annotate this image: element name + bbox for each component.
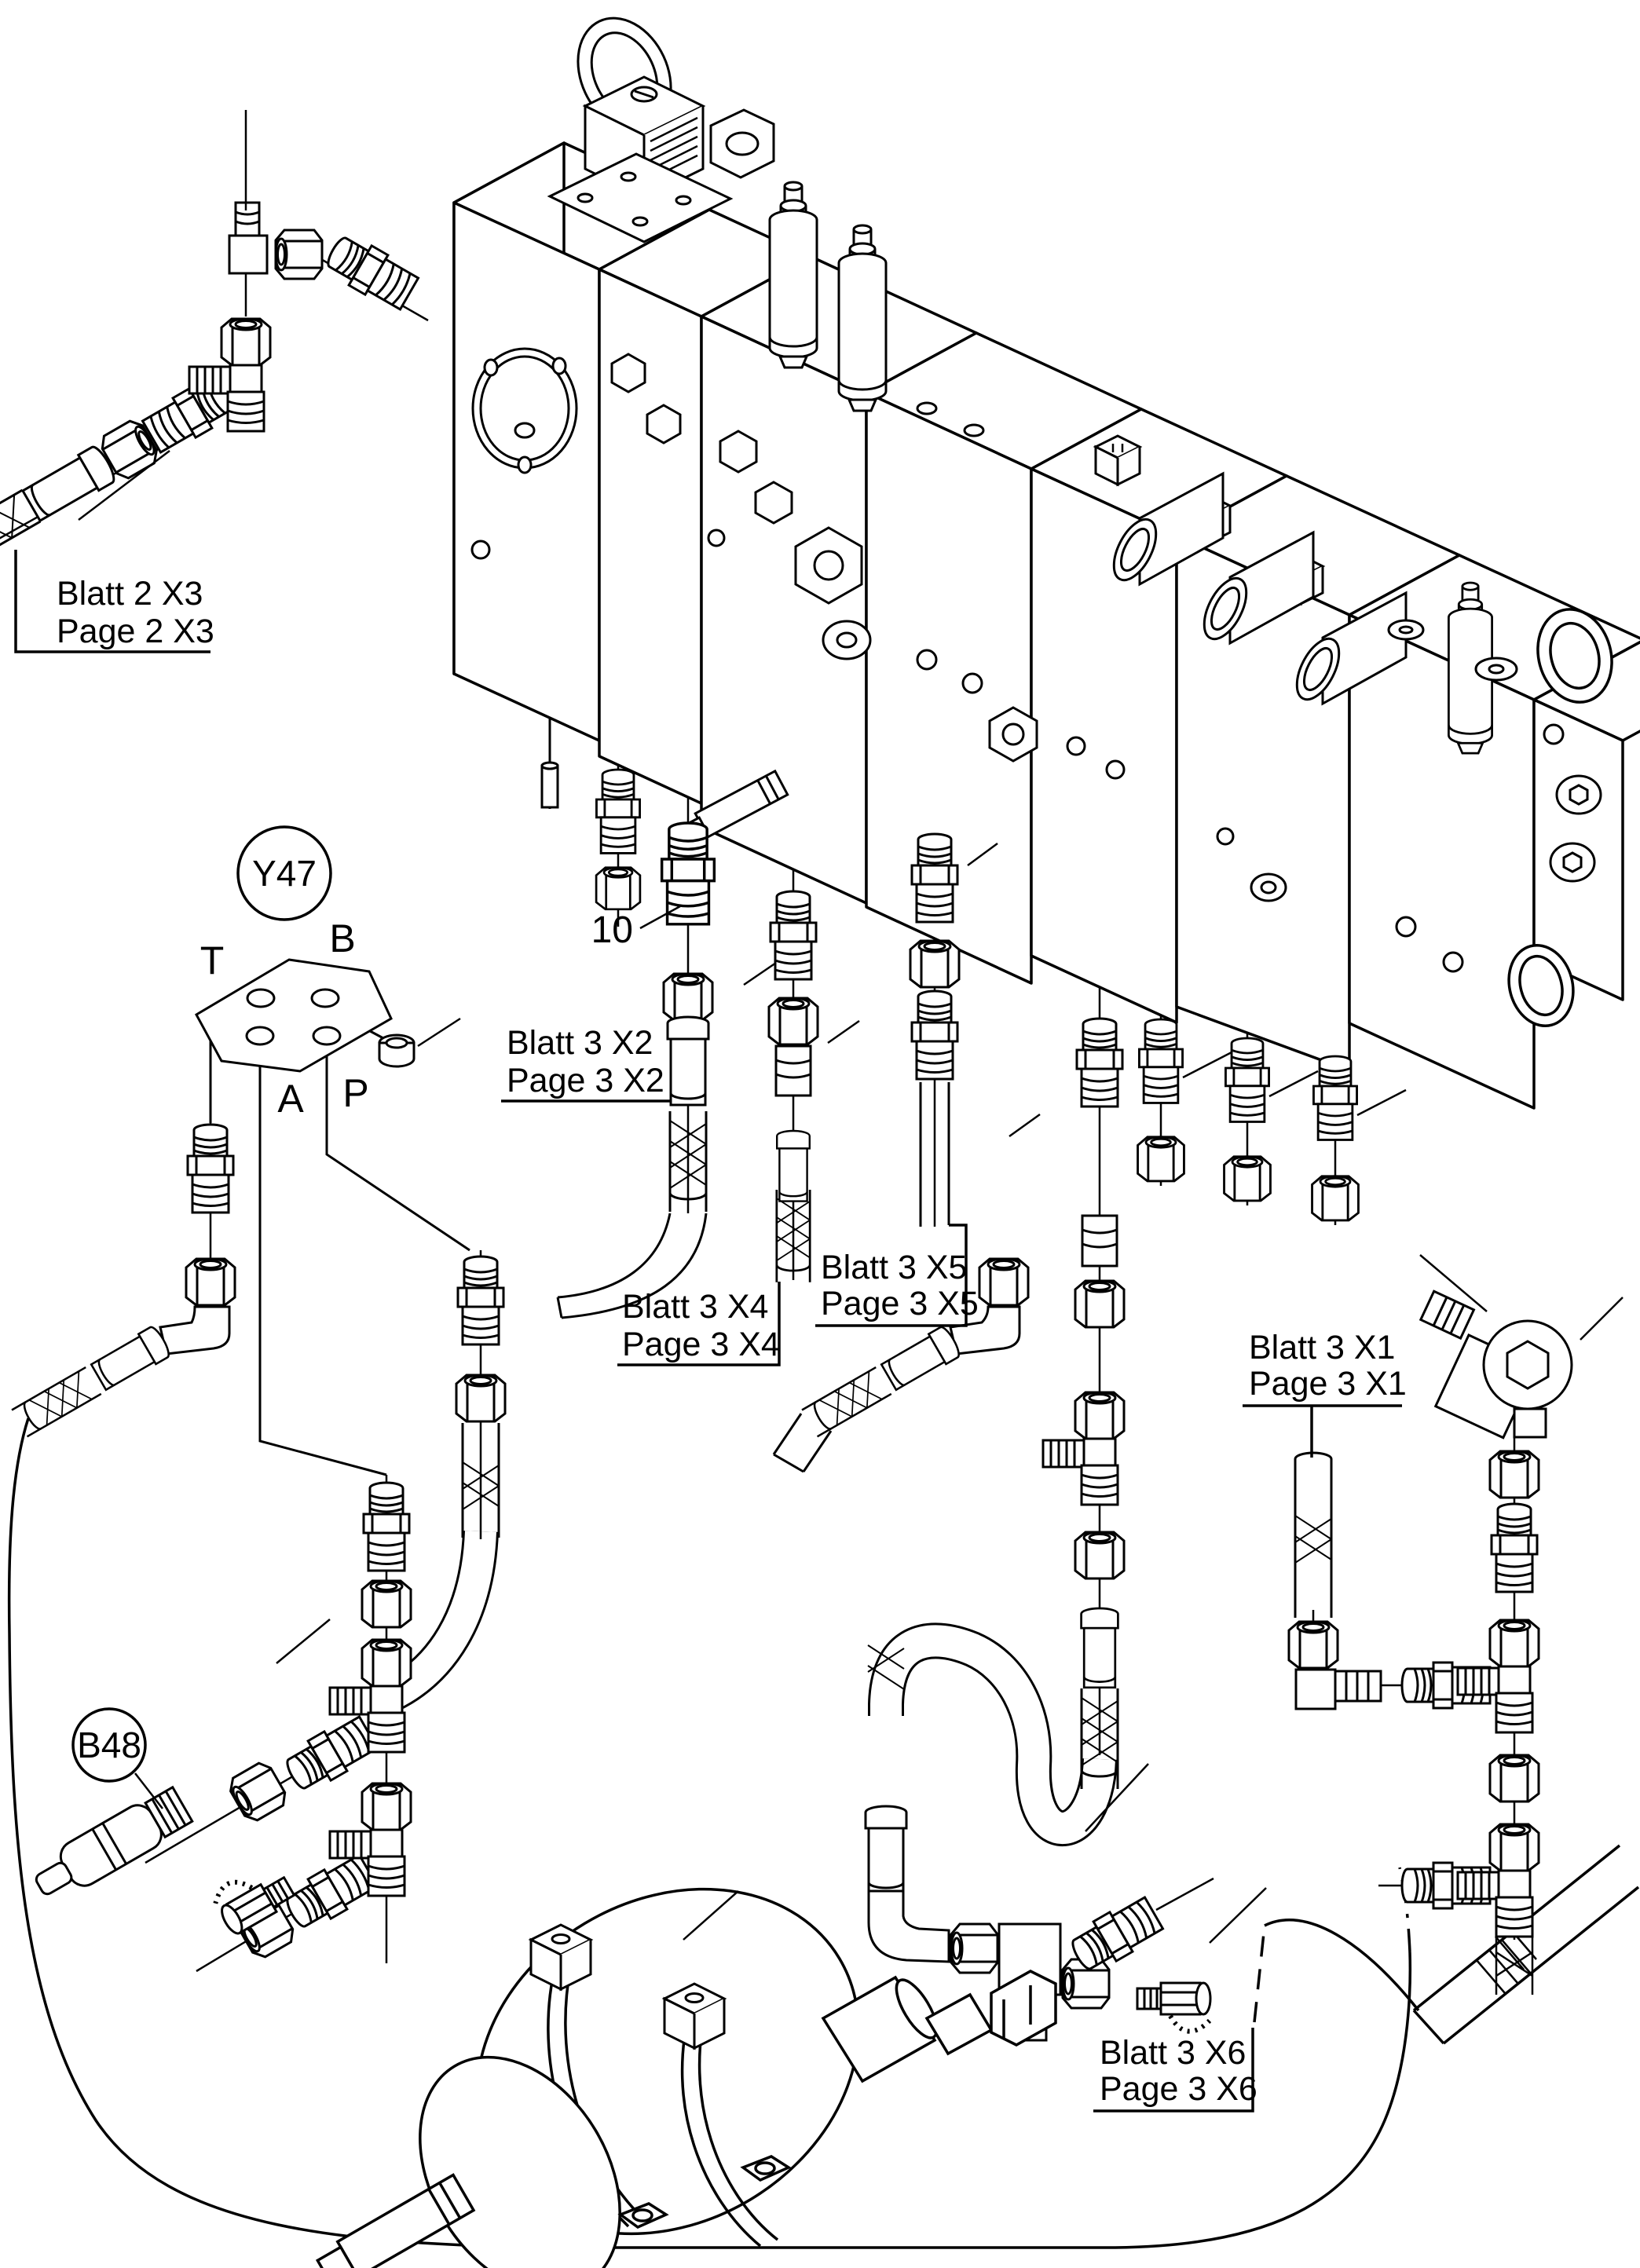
pin-rod: [540, 719, 559, 809]
label-blatt3x5: Blatt 3 X5 Page 3 X5: [815, 1224, 979, 1327]
eye-bolt-bottom: [1507, 943, 1575, 1028]
tee-fitting: [1456, 1823, 1540, 1938]
label-blatt3x4: Blatt 3 X4 Page 3 X4: [617, 1282, 781, 1366]
hex-nut: [709, 108, 775, 179]
swivel-nut: [662, 972, 714, 1022]
port-t-label: T: [200, 938, 225, 982]
tag-b48: B48: [71, 1707, 147, 1783]
elbow-fitting: [159, 1305, 231, 1355]
clamp-bracket: [663, 1982, 726, 2050]
tag-y47: Y47: [236, 825, 332, 921]
label-blatt3x1-line1: Blatt 3 X1: [1249, 1329, 1395, 1366]
port-b-label: B: [329, 916, 355, 960]
fitting-chain-x4: [767, 890, 819, 1284]
straight-fitting: [280, 1849, 381, 1936]
hose-braid: [800, 1366, 893, 1438]
banjo-elbow-fitting: [1419, 1289, 1573, 1439]
label-blatt3x2-line2: Page 3 X2: [507, 1062, 664, 1099]
test-coupling-capped: [1137, 1983, 1210, 2032]
label-blatt3x5-line2: Page 3 X5: [821, 1285, 979, 1322]
fitting-chain-x1: [1287, 1451, 1492, 1910]
label-blatt3x4-line2: Page 3 X4: [622, 1326, 780, 1363]
hose-ferrule: [666, 1015, 710, 1107]
fitting-chain-top-left: [0, 201, 422, 573]
fitting-chain-item10: [556, 821, 716, 1319]
pressure-sensor: [35, 1785, 194, 1896]
hose-long-loop-dashed: [1398, 1867, 1411, 1953]
fitting-chain-middle-right: [1041, 1017, 1126, 1791]
clamp-foot: [740, 2155, 792, 2182]
label-blatt2x3-line2: Page 2 X3: [57, 613, 214, 650]
y47-text: Y47: [252, 853, 317, 894]
fitting-chain-t-port: [10, 1123, 236, 1438]
port-lines: [209, 1007, 470, 1476]
swivel-nut: [274, 229, 324, 280]
pilot-valve-assembly: [471, 16, 775, 474]
elbow-fitting: [867, 1889, 950, 1963]
port-letters: T B A P: [200, 916, 369, 1121]
reference-labels: Blatt 2 X3 Page 2 X3 10 Blatt 3 X2 Page …: [14, 550, 1407, 2113]
hose-x6-link: [1264, 1919, 1420, 2012]
item-10-fitting: [660, 821, 716, 926]
straight-fitting: [280, 1711, 381, 1798]
b48-text: B48: [77, 1725, 141, 1765]
port-p-label: P: [342, 1071, 368, 1115]
label-blatt3x1: Blatt 3 X1 Page 3 X1: [1243, 1329, 1407, 1458]
port-line-a: [258, 1044, 387, 1476]
label-blatt2x3: Blatt 2 X3 Page 2 X3: [14, 550, 214, 653]
hose-ferrule: [864, 1805, 908, 1896]
eye-bolt-top: [1536, 608, 1613, 704]
fitting-chain-x5: [772, 832, 1030, 1473]
accumulator: [315, 1887, 1167, 2268]
fitting-column-right: [1419, 1289, 1573, 1938]
lifting-eye-bolts: [1507, 608, 1613, 1028]
plate-plug: [378, 1033, 415, 1068]
valve-base-plate: [547, 152, 734, 243]
label-blatt2x3-line1: Blatt 2 X3: [57, 575, 203, 613]
elbow-fitting: [228, 201, 269, 275]
clamp-foot: [617, 2202, 669, 2230]
hose-end: [556, 1213, 708, 1319]
hose-ferrule: [89, 1323, 174, 1394]
hydraulic-hoses: [7, 1418, 1640, 2249]
y47-valve-plate: [194, 958, 415, 1073]
tee-fitting: [1456, 1619, 1540, 1734]
hose-ferrule: [20, 442, 119, 525]
leader-lines: [78, 110, 1624, 1944]
label-item-10: 10: [591, 909, 633, 951]
b48-sensor-assembly: [35, 1481, 412, 1963]
straight-fitting: [320, 229, 422, 315]
label-blatt3x5-line1: Blatt 3 X5: [821, 1249, 967, 1286]
label-blatt3x1-line2: Page 3 X1: [1249, 1365, 1407, 1403]
hose-ferrule: [879, 1323, 964, 1394]
clamp-bracket: [529, 1923, 592, 1991]
label-blatt3x6-line1: Blatt 3 X6: [1100, 2034, 1246, 2072]
label-blatt3x6: Blatt 3 X6 Page 3 X6: [1093, 1925, 1266, 2113]
label-blatt3x2: Blatt 3 X2 Page 3 X2: [501, 1024, 672, 1103]
hose-end: [772, 1413, 833, 1473]
fitting-chain-p-port: [455, 1255, 507, 1538]
swivel-nut: [224, 1758, 291, 1826]
label-blatt3x2-line1: Blatt 3 X2: [507, 1024, 653, 1062]
round-cover-flange: [471, 347, 578, 474]
accumulator-shaft: [315, 2173, 476, 2268]
elbow-fitting: [1294, 1668, 1382, 1710]
label-blatt3x6-line2: Page 3 X6: [1100, 2070, 1257, 2108]
port-line-p: [325, 1044, 470, 1252]
port-a-label: A: [277, 1077, 304, 1121]
accumulator-neck: [821, 1970, 1057, 2083]
label-blatt3x4-line1: Blatt 3 X4: [622, 1288, 768, 1326]
hose-long-loop: [7, 1418, 1412, 2249]
item-number-label: 10: [591, 909, 633, 951]
elbow-fitting: [949, 1257, 1030, 1355]
